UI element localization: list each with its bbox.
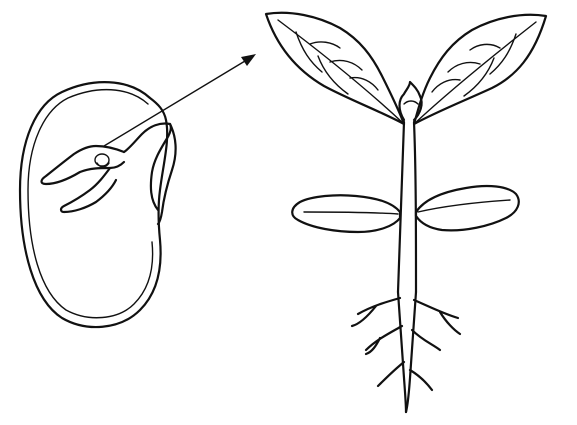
true-leaf-left-blade (266, 13, 404, 124)
true-leaf-right (414, 15, 546, 124)
root-system (352, 292, 460, 412)
primary-root (398, 292, 406, 412)
cotyledons (292, 186, 519, 232)
lateral-root-3 (366, 326, 402, 354)
plumule-lower-leaf (61, 168, 116, 212)
true-leaf-left-vein (296, 32, 378, 94)
lateral-root-5 (378, 362, 404, 386)
stem-right-edge (414, 122, 416, 292)
true-leaf-right-vein (432, 34, 516, 96)
cotyledon-right-line (418, 200, 510, 212)
development-arrow (104, 54, 256, 146)
true-leaf-right-blade (414, 15, 546, 124)
embryo (42, 123, 176, 224)
seed-coat-inner-line (28, 90, 153, 318)
primary-root-right-edge (406, 292, 416, 412)
lateral-root-4 (412, 330, 440, 350)
bean-seedling (266, 13, 546, 412)
arrow-head (241, 54, 256, 66)
true-leaf-left (266, 13, 404, 124)
lateral-root-1 (352, 298, 400, 326)
terminal-bud-fold (404, 101, 418, 104)
stem-left-edge (398, 122, 404, 292)
lateral-root-6 (410, 370, 432, 390)
cotyledon-right (416, 186, 519, 230)
bean-seed (20, 82, 176, 327)
cotyledon-left-line (304, 212, 398, 214)
terminal-bud (400, 82, 422, 120)
plumule-upper-leaf (42, 146, 125, 184)
lateral-root-2 (414, 300, 460, 334)
arrow-shaft (104, 58, 250, 146)
